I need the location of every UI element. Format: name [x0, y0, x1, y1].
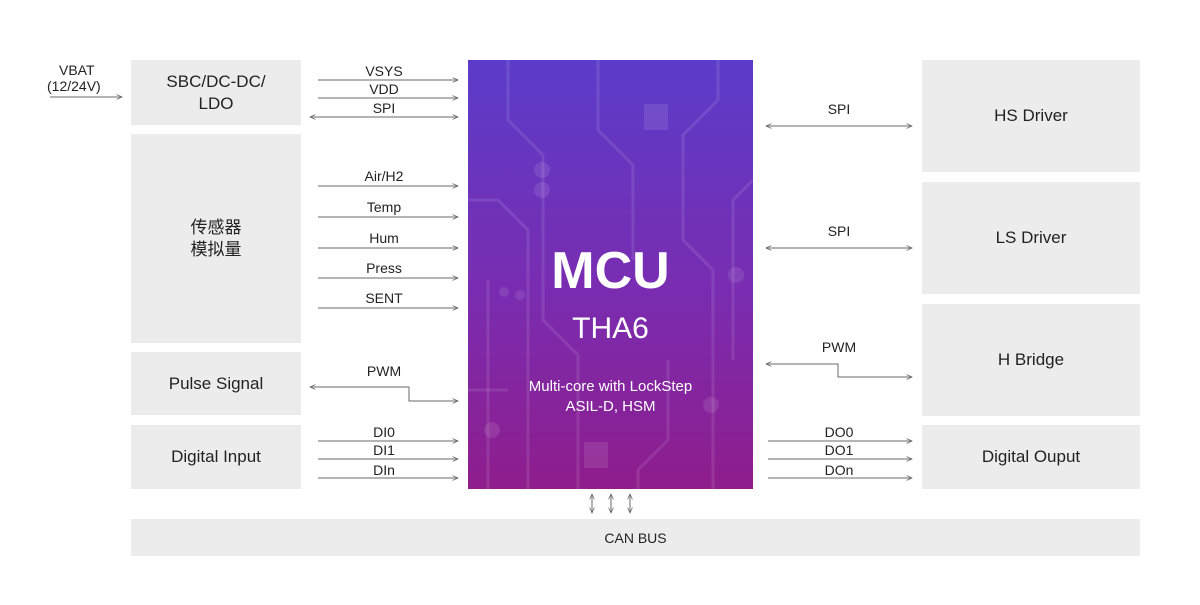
wire-pwm-hbridge [766, 364, 912, 377]
wire-pwm-pulse [310, 387, 458, 401]
